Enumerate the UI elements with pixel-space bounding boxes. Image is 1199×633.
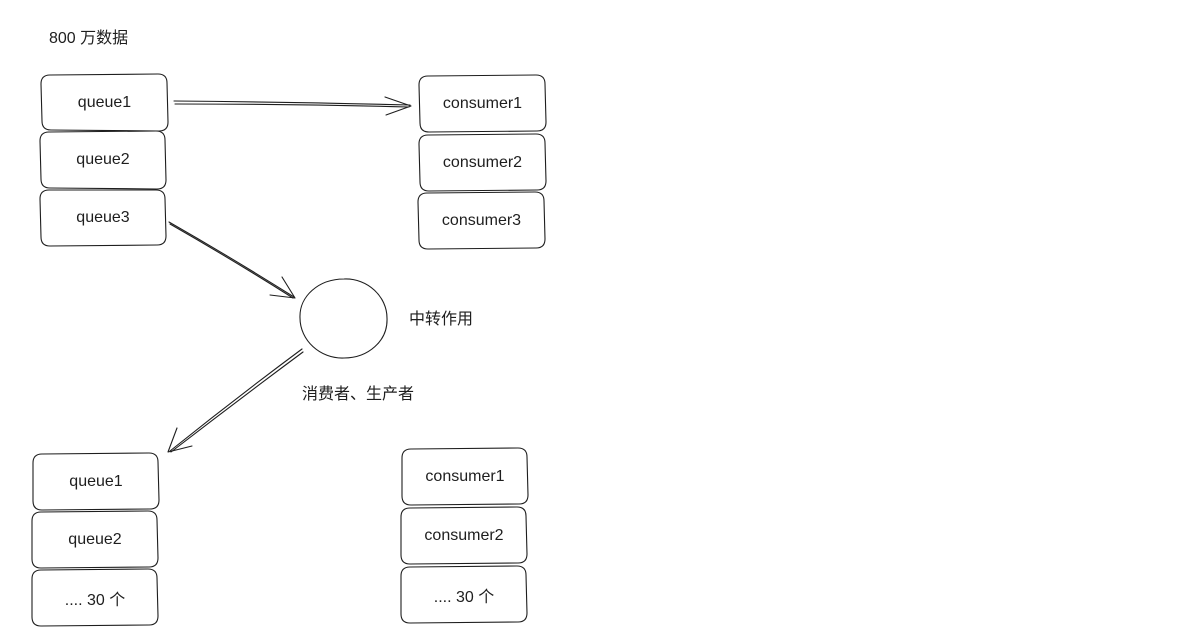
bottom-queue-stack bbox=[31, 452, 160, 627]
consumer-box-outline bbox=[418, 133, 547, 192]
queue-box-outline bbox=[39, 189, 167, 247]
relay-label: 中转作用 bbox=[409, 311, 474, 328]
queue-box-outline bbox=[31, 510, 159, 569]
bottom-consumer-stack bbox=[400, 447, 529, 624]
consumer-box-outline bbox=[401, 447, 529, 506]
arrow-relay-to-bottom-queues bbox=[167, 348, 304, 453]
arrow-queue1-to-consumer1 bbox=[173, 96, 412, 116]
consumer-box-outline bbox=[400, 506, 528, 565]
top-consumer-stack bbox=[417, 74, 547, 250]
queue-box-outline bbox=[31, 568, 159, 627]
top-queue-stack bbox=[39, 73, 169, 247]
diagram-title: 800 万数据 bbox=[49, 30, 129, 47]
consumer-box-outline bbox=[400, 565, 528, 624]
arrow-queue3-to-relay bbox=[168, 221, 296, 299]
queue-box-outline bbox=[40, 73, 169, 132]
queue-box-outline bbox=[32, 452, 160, 511]
consumer-box-outline bbox=[418, 74, 547, 133]
consumer-box-outline bbox=[417, 191, 546, 250]
queue-box-outline bbox=[39, 130, 167, 190]
relay-circle bbox=[299, 278, 388, 359]
relay-note: 消费者、生产者 bbox=[302, 386, 415, 403]
